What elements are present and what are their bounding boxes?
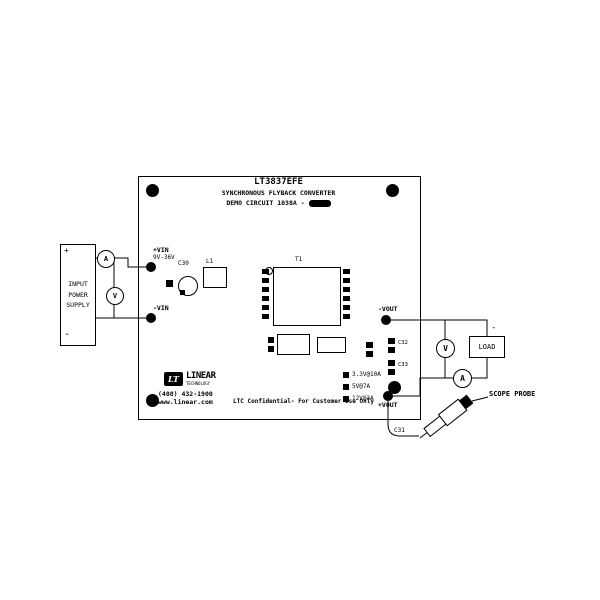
output-cap-pair [366,342,373,358]
scope-probe-connector [458,394,474,410]
controller-ic [317,337,346,353]
vin-plus-terminal [146,262,156,272]
c30-polarity-mark [180,290,185,295]
component-t2 [277,334,310,355]
transformer-t1 [273,267,341,326]
c30-label: C30 [178,260,189,267]
wire-vout-plus-to-load [388,357,488,397]
c33-pads [388,360,395,376]
c32-pads [388,338,395,354]
vout-minus-terminal [381,315,391,325]
phone-number: (408) 432-1900 [158,390,213,398]
c33-label: C33 [398,362,408,368]
l1-label: L1 [206,258,214,265]
lt-logo: LT [164,372,183,386]
demo-circuit-row: DEMO CIRCUIT 1038A - [138,199,419,207]
mounting-hole-top-right [386,184,399,197]
mounting-hole-bottom-left [146,394,159,407]
board-title: LT3837EFE [254,177,303,187]
wire-vout-minus-to-load [386,319,488,336]
vout-minus-label: -VOUT [378,305,398,313]
input-power-supply: INPUT POWER SUPPLY [60,244,96,346]
mounting-hole-top-left [146,184,159,197]
vin-plus-label: +VIN [153,246,169,254]
lt-logo-mark: LT [168,374,179,384]
supply-minus-sign: - [64,329,71,340]
jumper-label-12v: 12V@3A [352,395,374,402]
load-minus-sign: - [491,323,497,333]
scope-probe-pointer-line [471,396,489,402]
demo-circuit-label: DEMO CIRCUIT 1038A - [226,199,305,207]
c32-label: C32 [398,340,408,346]
confidential-notice: LTC Confidential- For Customer Use Only [233,398,374,405]
demo-circuit-blob [308,199,331,207]
t1-left-pads [262,269,269,320]
vin-range-label: 9V-36V [153,254,175,261]
mounting-hole-bottom-right [388,381,401,394]
scope-probe-label: SCOPE PROBE [489,390,536,398]
vout-plus-label: +VOUT [378,401,398,409]
t1-right-pads [343,269,350,320]
vin-minus-terminal [146,313,156,323]
input-ammeter: A [97,250,115,268]
cap-pair-left [268,337,274,352]
c31-label: C31 [394,427,405,434]
scope-probe [419,394,474,439]
wire-vout-to-scope-probe [387,396,419,437]
vout-plus-terminal [383,391,393,401]
input-voltmeter: V [106,287,124,305]
board-subtitle: SYNCHRONOUS FLYBACK CONVERTER [221,189,336,197]
jumper-pad-3v3 [343,372,349,378]
load-box: LOAD [469,336,505,358]
supply-plus-sign: + [64,246,69,255]
vin-minus-label: -VIN [153,304,169,312]
jumper-label-5v: 5V@7A [352,383,371,390]
input-diode-pad [166,280,173,287]
jumper-label-3v3: 3.3V@10A [352,371,381,378]
t1-label: T1 [295,256,303,263]
jumper-pad-12v [343,396,349,402]
output-voltmeter: V [436,339,455,358]
technology-text: TECHNOLOGY [186,381,211,386]
component-l1 [203,267,227,288]
website: www.linear.com [158,398,213,406]
linear-text: LINEAR [186,371,216,381]
jumper-pad-5v [343,384,349,390]
output-ammeter: A [453,369,472,388]
scope-probe-tip [419,432,428,439]
